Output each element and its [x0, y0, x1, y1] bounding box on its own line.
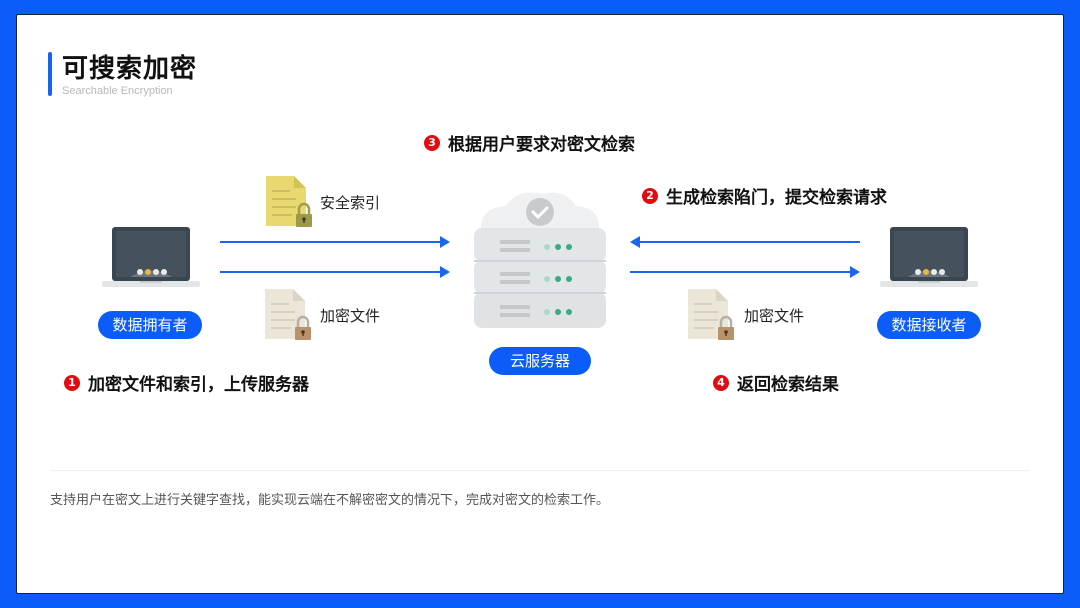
encrypted-file-label-left: 加密文件: [320, 307, 381, 325]
cloud-server-icon: [474, 192, 606, 328]
title-accent-bar: [48, 52, 52, 96]
step-number-badge: 2: [642, 187, 658, 204]
arrow-owner-to-server-file: [220, 266, 450, 278]
encrypted-file-document-icon: [688, 289, 734, 340]
page-subtitle: Searchable Encryption: [62, 85, 173, 97]
step-text: 返回检索结果: [737, 375, 839, 395]
step-text: 生成检索陷门，提交检索请求: [666, 188, 887, 208]
laptop-icon: [880, 227, 978, 287]
step-4: 4 返回检索结果: [713, 370, 839, 395]
cloud-server-label: 云服务器: [489, 347, 591, 375]
laptop-icon: [102, 227, 200, 287]
secure-index-label: 安全索引: [320, 194, 381, 212]
step-text: 根据用户要求对密文检索: [448, 135, 635, 155]
step-number-badge: 1: [64, 374, 80, 391]
step-number-badge: 4: [713, 374, 729, 391]
arrow-receiver-to-server-request: [630, 236, 860, 248]
step-3: 3 根据用户要求对密文检索: [424, 130, 635, 155]
step-1: 1 加密文件和索引，上传服务器: [64, 370, 309, 395]
arrow-owner-to-server-index: [220, 236, 450, 248]
step-text: 加密文件和索引，上传服务器: [88, 375, 309, 395]
arrow-server-to-receiver-result: [630, 266, 860, 278]
encrypted-file-label-right: 加密文件: [744, 307, 805, 325]
secure-index-document-icon: [266, 176, 312, 227]
divider: [50, 470, 1030, 471]
data-owner-label: 数据拥有者: [98, 311, 202, 339]
page-title: 可搜索加密: [62, 54, 198, 84]
step-2: 2 生成检索陷门，提交检索请求: [642, 183, 887, 208]
data-receiver-label: 数据接收者: [877, 311, 981, 339]
description-text: 支持用户在密文上进行关键字查找，能实现云端在不解密密文的情况下，完成对密文的检索…: [50, 493, 610, 508]
step-number-badge: 3: [424, 134, 440, 151]
encrypted-file-document-icon: [265, 289, 311, 340]
